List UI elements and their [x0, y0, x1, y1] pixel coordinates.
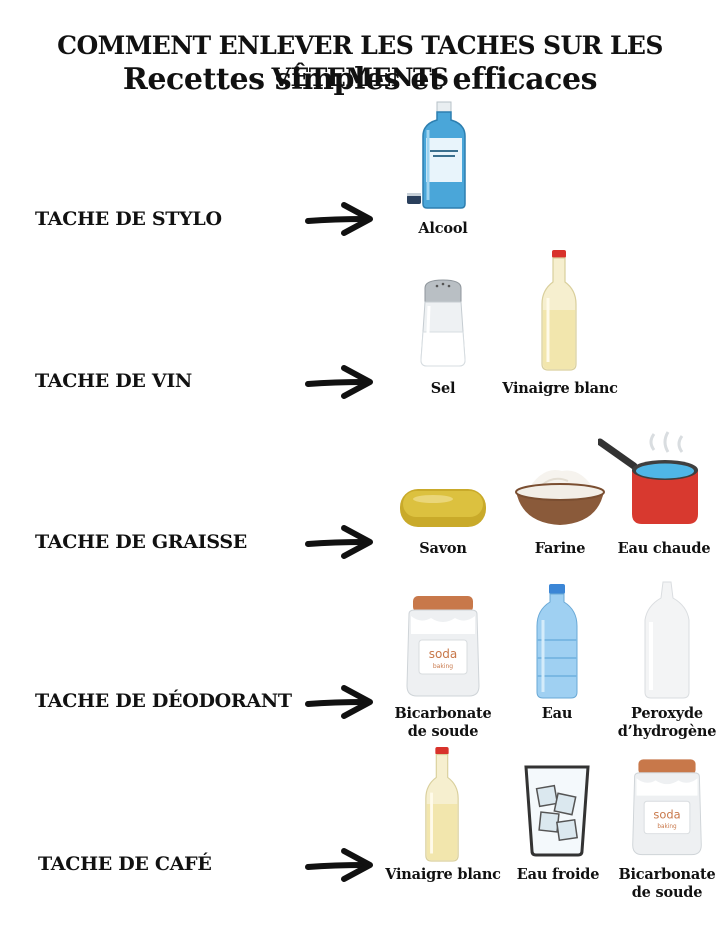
salt-shaker-icon [420, 279, 466, 367]
vinegar-bottle-icon [425, 747, 459, 862]
stain-row-deodorant: TACHE DE DÉODORANT soda baking Bicarbona… [0, 580, 720, 750]
page-title: COMMENT ENLEVER LES TACHES SUR LES VÊTEM… [57, 31, 663, 92]
stain-row-graisse: TACHE DE GRAISSE Savon Farine Eau chaude [0, 425, 720, 575]
remedy-label: Alcool [418, 220, 468, 237]
jar-label-subtext: baking [657, 824, 677, 830]
jar-label-subtext: baking [433, 663, 453, 670]
stain-label: TACHE DE VIN [35, 370, 192, 392]
remedy-label: Bicarbonate de soude [618, 866, 716, 901]
alcohol-bottle-icon [407, 101, 466, 209]
arrow-icon [304, 200, 376, 238]
remedy-peroxyde: Peroxyde d’hydrogène [607, 580, 720, 750]
remedy-label: Sel [430, 380, 456, 397]
remedy-label: Farine [534, 540, 586, 557]
baking-soda-jar-icon: soda baking [632, 759, 702, 856]
remedy-sel: Sel [383, 250, 503, 410]
ice-water-glass-icon [524, 765, 590, 857]
peroxide-bottle-icon [644, 581, 690, 699]
arrow-icon [304, 683, 376, 721]
remedy-vinaigre-blanc: Vinaigre blanc [383, 745, 503, 920]
remedy-label: Eau [541, 705, 573, 722]
remedy-bicarbonate: soda baking Bicarbonate de soude [383, 580, 503, 750]
remedy-label: Bicarbonate de soude [394, 705, 492, 740]
stain-row-vin: TACHE DE VIN Sel Vinaigre blanc [0, 250, 720, 410]
remedy-vinaigre-blanc: Vinaigre blanc [500, 250, 620, 410]
stain-label: TACHE DE CAFÉ [38, 853, 212, 875]
remedy-savon: Savon [383, 425, 503, 575]
remedy-label: Eau froide [516, 866, 600, 883]
stain-row-stylo: TACHE DE STYLO Alcool [0, 100, 720, 250]
remedy-bicarbonate: soda baking Bicarbonate de soude [607, 745, 720, 920]
remedy-farine: Farine [500, 425, 620, 575]
jar-label-text: soda [653, 807, 680, 821]
arrow-icon [304, 846, 376, 884]
baking-soda-jar-icon: soda baking [406, 596, 480, 697]
flour-bowl-icon [515, 469, 605, 525]
stain-label: TACHE DE STYLO [35, 208, 222, 230]
soap-bar-icon [400, 489, 486, 527]
stain-label: TACHE DE GRAISSE [35, 531, 247, 553]
remedy-label: Eau chaude [617, 540, 711, 557]
remedy-label: Peroxyde d’hydrogène [617, 705, 717, 740]
arrow-icon [304, 363, 376, 401]
remedy-label: Vinaigre blanc [502, 380, 618, 397]
stain-label: TACHE DE DÉODORANT [35, 690, 292, 712]
vinegar-bottle-icon [541, 250, 577, 371]
remedy-label: Savon [419, 540, 467, 557]
remedy-alcool: Alcool [383, 100, 503, 240]
remedy-eau-froide: Eau froide [498, 745, 618, 920]
page-subtitle: Recettes simples et efficaces [122, 62, 598, 97]
stain-row-cafe: TACHE DE CAFÉ Vinaigre blanc Eau froide … [0, 745, 720, 920]
remedy-eau-chaude: Eau chaude [598, 425, 720, 575]
remedy-eau: Eau [497, 580, 617, 750]
jar-label-text: soda [429, 647, 458, 661]
water-bottle-icon [536, 584, 578, 699]
arrow-icon [304, 523, 376, 561]
hot-water-pot-icon [598, 431, 698, 524]
remedy-label: Vinaigre blanc [385, 866, 501, 883]
